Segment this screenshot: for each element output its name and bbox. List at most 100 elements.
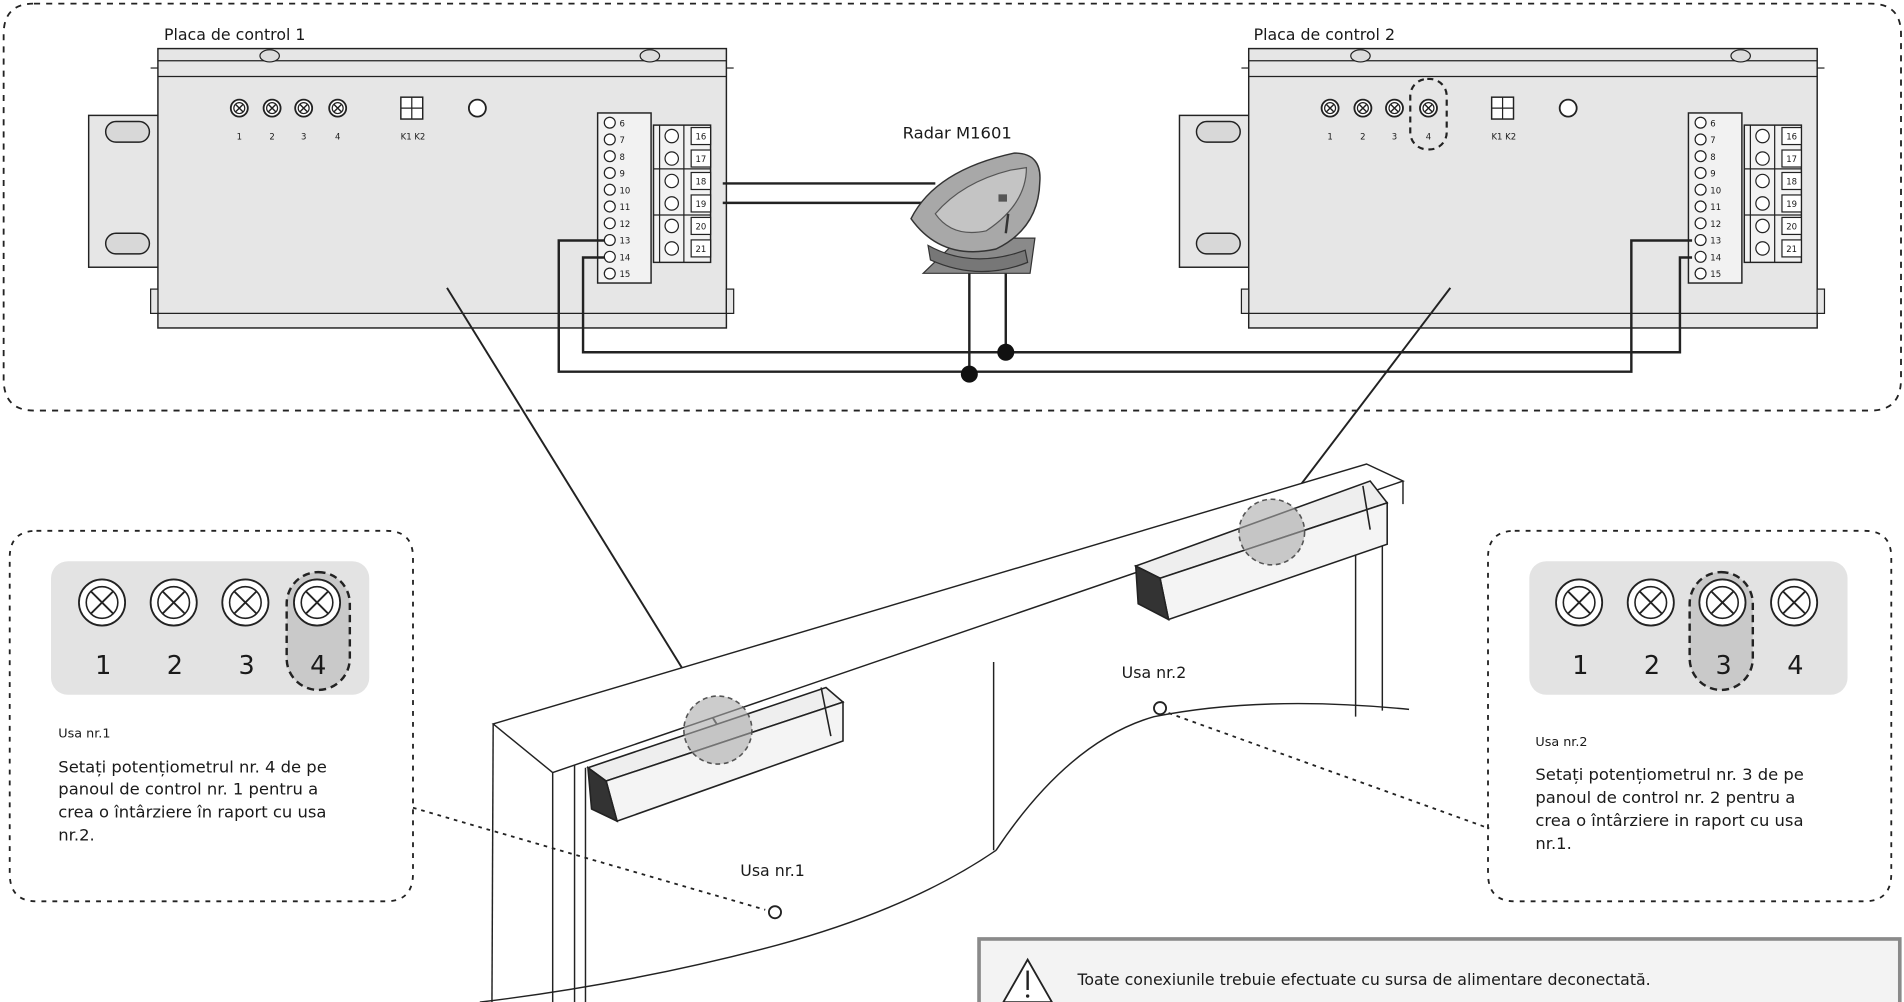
callout-text-line: nr.1. [1535, 834, 1571, 853]
terminal-6-icon[interactable] [1694, 116, 1707, 129]
terminal-16-icon[interactable] [690, 126, 712, 146]
terminal-label: 14 [1710, 253, 1721, 263]
terminal-label: 10 [1710, 186, 1721, 196]
terminal-17-icon[interactable] [1781, 149, 1803, 168]
callout-text-line: Setați potențiometrul nr. 4 de pe [58, 758, 326, 777]
door-2-marker [1153, 701, 1168, 716]
radar-label: Radar M1601 [903, 123, 1012, 142]
potentiometer-3-icon [221, 578, 270, 627]
terminal-8-icon[interactable] [603, 150, 616, 163]
callout-heading: Usa nr.1 [58, 726, 110, 741]
potentiometer-4-icon[interactable] [328, 98, 348, 118]
terminal-screw-icon [664, 151, 680, 166]
terminal-label: 16 [1786, 133, 1797, 143]
potentiometer-3-icon[interactable] [294, 98, 314, 118]
terminal-screw-icon [664, 218, 680, 234]
terminal-9-icon[interactable] [603, 166, 616, 180]
potentiometer-2-icon[interactable] [1353, 98, 1373, 118]
terminal-18-icon[interactable] [1781, 171, 1803, 191]
terminal-21-icon[interactable] [690, 239, 712, 258]
terminal-12-icon[interactable] [1694, 217, 1707, 230]
terminal-15-icon[interactable] [603, 267, 616, 280]
leader-line [446, 287, 718, 725]
terminal-label: 8 [1710, 153, 1715, 163]
terminal-label: 19 [695, 200, 706, 210]
terminal-19-icon[interactable] [690, 194, 712, 213]
warning-box: Toate conexiunile trebuie efectuate cu s… [977, 937, 1902, 1002]
potentiometer-4-icon[interactable] [1419, 98, 1438, 118]
control-board-1 [87, 47, 735, 329]
terminal-7-icon[interactable] [1694, 133, 1707, 146]
terminal-17-icon[interactable] [690, 149, 712, 168]
terminal-screw-icon [1755, 218, 1770, 234]
terminal-label: 18 [1786, 178, 1797, 188]
terminal-14-icon[interactable] [1694, 250, 1707, 263]
terminal-13-icon[interactable] [603, 233, 616, 247]
selected-pot-marker [1409, 77, 1448, 151]
potentiometer-3-icon[interactable] [1385, 98, 1404, 118]
terminal-screw-icon [1755, 128, 1770, 144]
pot-label: 1 [237, 133, 242, 143]
radar-sensor-icon [910, 152, 1041, 274]
terminal-label: 6 [619, 119, 624, 129]
switch-label: K1 K2 [1491, 133, 1516, 143]
operator-highlight [1238, 498, 1306, 566]
terminal-10-icon[interactable] [603, 183, 616, 196]
terminal-screw-icon [1755, 196, 1770, 211]
terminal-label: 18 [695, 178, 706, 188]
pot-label: 4 [335, 133, 340, 143]
terminal-label: 10 [619, 186, 630, 196]
door-operator-1 [586, 686, 845, 823]
callout-text-line: Setați potențiometrul nr. 3 de pe [1535, 765, 1803, 784]
callout-text-line: panoul de control nr. 1 pentru a [58, 779, 318, 798]
door-1-pointer [412, 806, 766, 911]
pot-label: 2 [167, 651, 183, 681]
door-1-marker [767, 905, 782, 920]
terminal-21-icon[interactable] [1781, 239, 1803, 258]
potentiometer-1-icon [78, 578, 127, 627]
callout-door-1: 1 2 3 4 Usa nr.1 Setați potențiometrul n… [8, 529, 414, 903]
terminal-label: 15 [1710, 270, 1721, 280]
terminal-screw-icon [1755, 241, 1770, 256]
board-2-title: Placa de control 2 [1254, 25, 1395, 44]
terminal-14-icon[interactable] [603, 250, 616, 263]
terminal-11-icon[interactable] [1694, 200, 1707, 213]
door-1-label: Usa nr.1 [740, 861, 805, 880]
terminal-label: 9 [1710, 170, 1715, 180]
terminal-6-icon[interactable] [603, 116, 616, 129]
junction-dot [997, 343, 1015, 361]
pot-label: 1 [95, 651, 111, 681]
potentiometer-2-icon [149, 578, 198, 627]
terminal-7-icon[interactable] [603, 133, 616, 146]
potentiometer-1-icon[interactable] [1320, 98, 1340, 118]
terminal-16-icon[interactable] [1781, 126, 1803, 146]
terminal-20-icon[interactable] [690, 216, 712, 236]
terminal-label: 7 [1710, 136, 1715, 146]
terminal-11-icon[interactable] [603, 200, 616, 213]
terminal-label: 7 [619, 136, 624, 146]
terminal-18-icon[interactable] [690, 171, 712, 191]
terminal-20-icon[interactable] [1781, 216, 1803, 236]
potentiometer-2-icon[interactable] [262, 98, 282, 118]
terminal-label: 11 [619, 203, 630, 213]
warning-text: Toate conexiunile trebuie efectuate cu s… [1076, 970, 1650, 989]
potentiometer-4-icon [293, 578, 342, 627]
terminal-8-icon[interactable] [1694, 150, 1707, 163]
terminal-12-icon[interactable] [603, 217, 616, 230]
pot-label: 3 [1716, 651, 1732, 681]
terminal-label: 11 [1710, 203, 1721, 213]
wiring [557, 182, 1693, 373]
terminal-19-icon[interactable] [1781, 194, 1803, 213]
terminal-label: 16 [695, 133, 706, 143]
door-2-label: Usa nr.2 [1122, 663, 1187, 682]
terminal-label: 9 [619, 170, 624, 180]
potentiometer-1-icon[interactable] [229, 98, 249, 118]
terminal-10-icon[interactable] [1694, 183, 1707, 196]
terminal-13-icon[interactable] [1694, 233, 1707, 247]
terminal-screw-icon [664, 128, 680, 144]
terminal-15-icon[interactable] [1694, 267, 1707, 280]
terminal-9-icon[interactable] [1694, 166, 1707, 180]
